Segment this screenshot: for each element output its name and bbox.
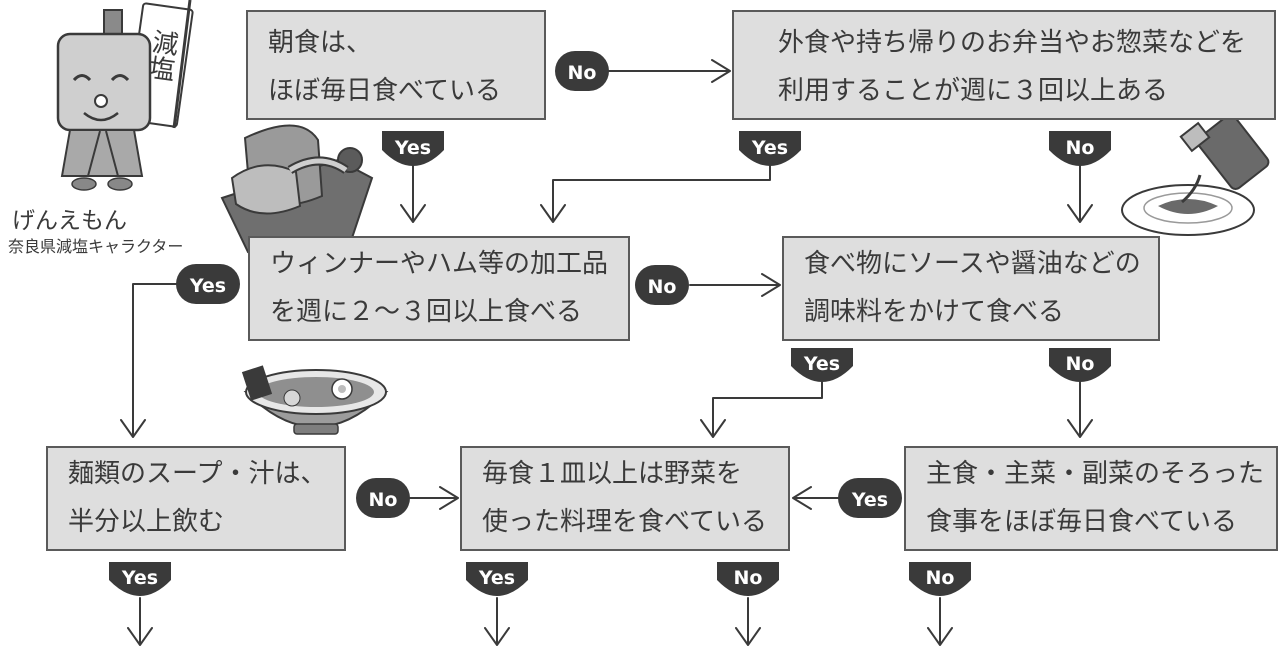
connector-breakfast-no xyxy=(599,59,731,83)
connector-processed-no xyxy=(689,273,781,297)
connector-processed-yes xyxy=(120,283,181,438)
question-text: ウィンナーやハム等の加工品 xyxy=(270,249,609,279)
svg-text:No: No xyxy=(1066,137,1095,159)
question-text: 毎食１皿以上は野菜を xyxy=(482,459,743,489)
connector-balanced-yes xyxy=(792,486,841,510)
ramen-bowl-illustration xyxy=(241,365,389,435)
svg-text:No: No xyxy=(1066,353,1095,375)
connector-veg-no xyxy=(735,597,761,646)
svg-text:Yes: Yes xyxy=(189,275,226,297)
svg-text:Yes: Yes xyxy=(394,137,431,159)
connector-sauce-yes xyxy=(700,371,823,438)
connector-breakfast-yes xyxy=(400,159,426,223)
question-box-eating-out: 外食や持ち帰りのお弁当やお惣菜などを 利用することが週に３回以上ある xyxy=(732,10,1276,120)
question-text: 食事をほぼ毎日食べている xyxy=(926,507,1237,537)
svg-text:Yes: Yes xyxy=(751,137,788,159)
question-text: 使った料理を食べている xyxy=(482,507,767,537)
question-text: ほぼ毎日食べている xyxy=(268,76,501,106)
question-box-sauce: 食べ物にソースや醤油などの 調味料をかけて食べる xyxy=(782,236,1160,341)
question-text: 麺類のスープ・汁は、 xyxy=(68,459,327,489)
question-text: 利用することが週に３回以上ある xyxy=(778,76,1169,106)
question-text: を週に２～３回以上食べる xyxy=(270,297,583,327)
badge-no-veg: No xyxy=(717,562,779,596)
svg-text:No: No xyxy=(926,567,955,589)
question-box-processed-meat: ウィンナーやハム等の加工品 を週に２～３回以上食べる xyxy=(248,236,630,341)
svg-text:No: No xyxy=(568,62,597,84)
question-text: 調味料をかけて食べる xyxy=(804,297,1065,327)
badge-no-noodle: No xyxy=(356,478,410,518)
question-text: 外食や持ち帰りのお弁当やお惣菜などを xyxy=(778,28,1247,58)
connector-sauce-no xyxy=(1067,371,1093,438)
connector-eatingout-yes xyxy=(540,159,771,223)
connector-noodle-yes xyxy=(127,597,153,646)
svg-text:Yes: Yes xyxy=(121,567,158,589)
svg-text:Yes: Yes xyxy=(851,489,888,511)
connector-veg-yes xyxy=(484,597,510,646)
question-box-noodle-soup: 麺類のスープ・汁は、 半分以上飲む xyxy=(46,446,346,551)
connector-eatingout-no xyxy=(1067,159,1093,223)
question-box-vegetables: 毎食１皿以上は野菜を 使った料理を食べている xyxy=(460,446,790,551)
badge-yes-sauce: Yes xyxy=(791,348,853,382)
question-box-breakfast: 朝食は、 ほぼ毎日食べている xyxy=(246,10,546,120)
badge-yes-breakfast: Yes xyxy=(382,131,444,166)
svg-text:No: No xyxy=(734,567,763,589)
question-text: 朝食は、 xyxy=(268,28,373,58)
mascot-illustration: 減塩 xyxy=(56,0,194,191)
connector-balanced-no xyxy=(927,597,953,646)
mascot-name: げんえもん xyxy=(12,208,127,234)
connector-noodle-no xyxy=(409,486,459,510)
badge-no-sauce: No xyxy=(1049,348,1111,382)
svg-text:Yes: Yes xyxy=(803,353,840,375)
badge-yes-eatingout: Yes xyxy=(739,131,801,166)
sauce-plate-illustration xyxy=(1121,114,1270,236)
badge-no-eatingout: No xyxy=(1049,131,1111,166)
svg-text:Yes: Yes xyxy=(478,567,515,589)
badge-yes-veg: Yes xyxy=(466,562,528,596)
badge-yes-balanced: Yes xyxy=(838,478,902,518)
svg-text:No: No xyxy=(648,276,677,298)
badge-yes-processed: Yes xyxy=(176,264,240,304)
question-box-balanced-meal: 主食・主菜・副菜のそろった 食事をほぼ毎日食べている xyxy=(904,446,1278,551)
badge-no-breakfast: No xyxy=(555,51,609,91)
svg-text:No: No xyxy=(369,489,398,511)
question-text: 食べ物にソースや醤油などの xyxy=(804,249,1141,279)
ham-sausage-illustration xyxy=(220,124,374,254)
question-text: 主食・主菜・副菜のそろった xyxy=(926,459,1265,489)
badge-no-balanced: No xyxy=(909,562,971,596)
badge-yes-noodle: Yes xyxy=(109,562,171,596)
mascot-caption: 奈良県減塩キャラクター xyxy=(8,237,184,256)
badge-no-processed: No xyxy=(635,265,689,305)
question-text: 半分以上飲む xyxy=(68,507,225,537)
